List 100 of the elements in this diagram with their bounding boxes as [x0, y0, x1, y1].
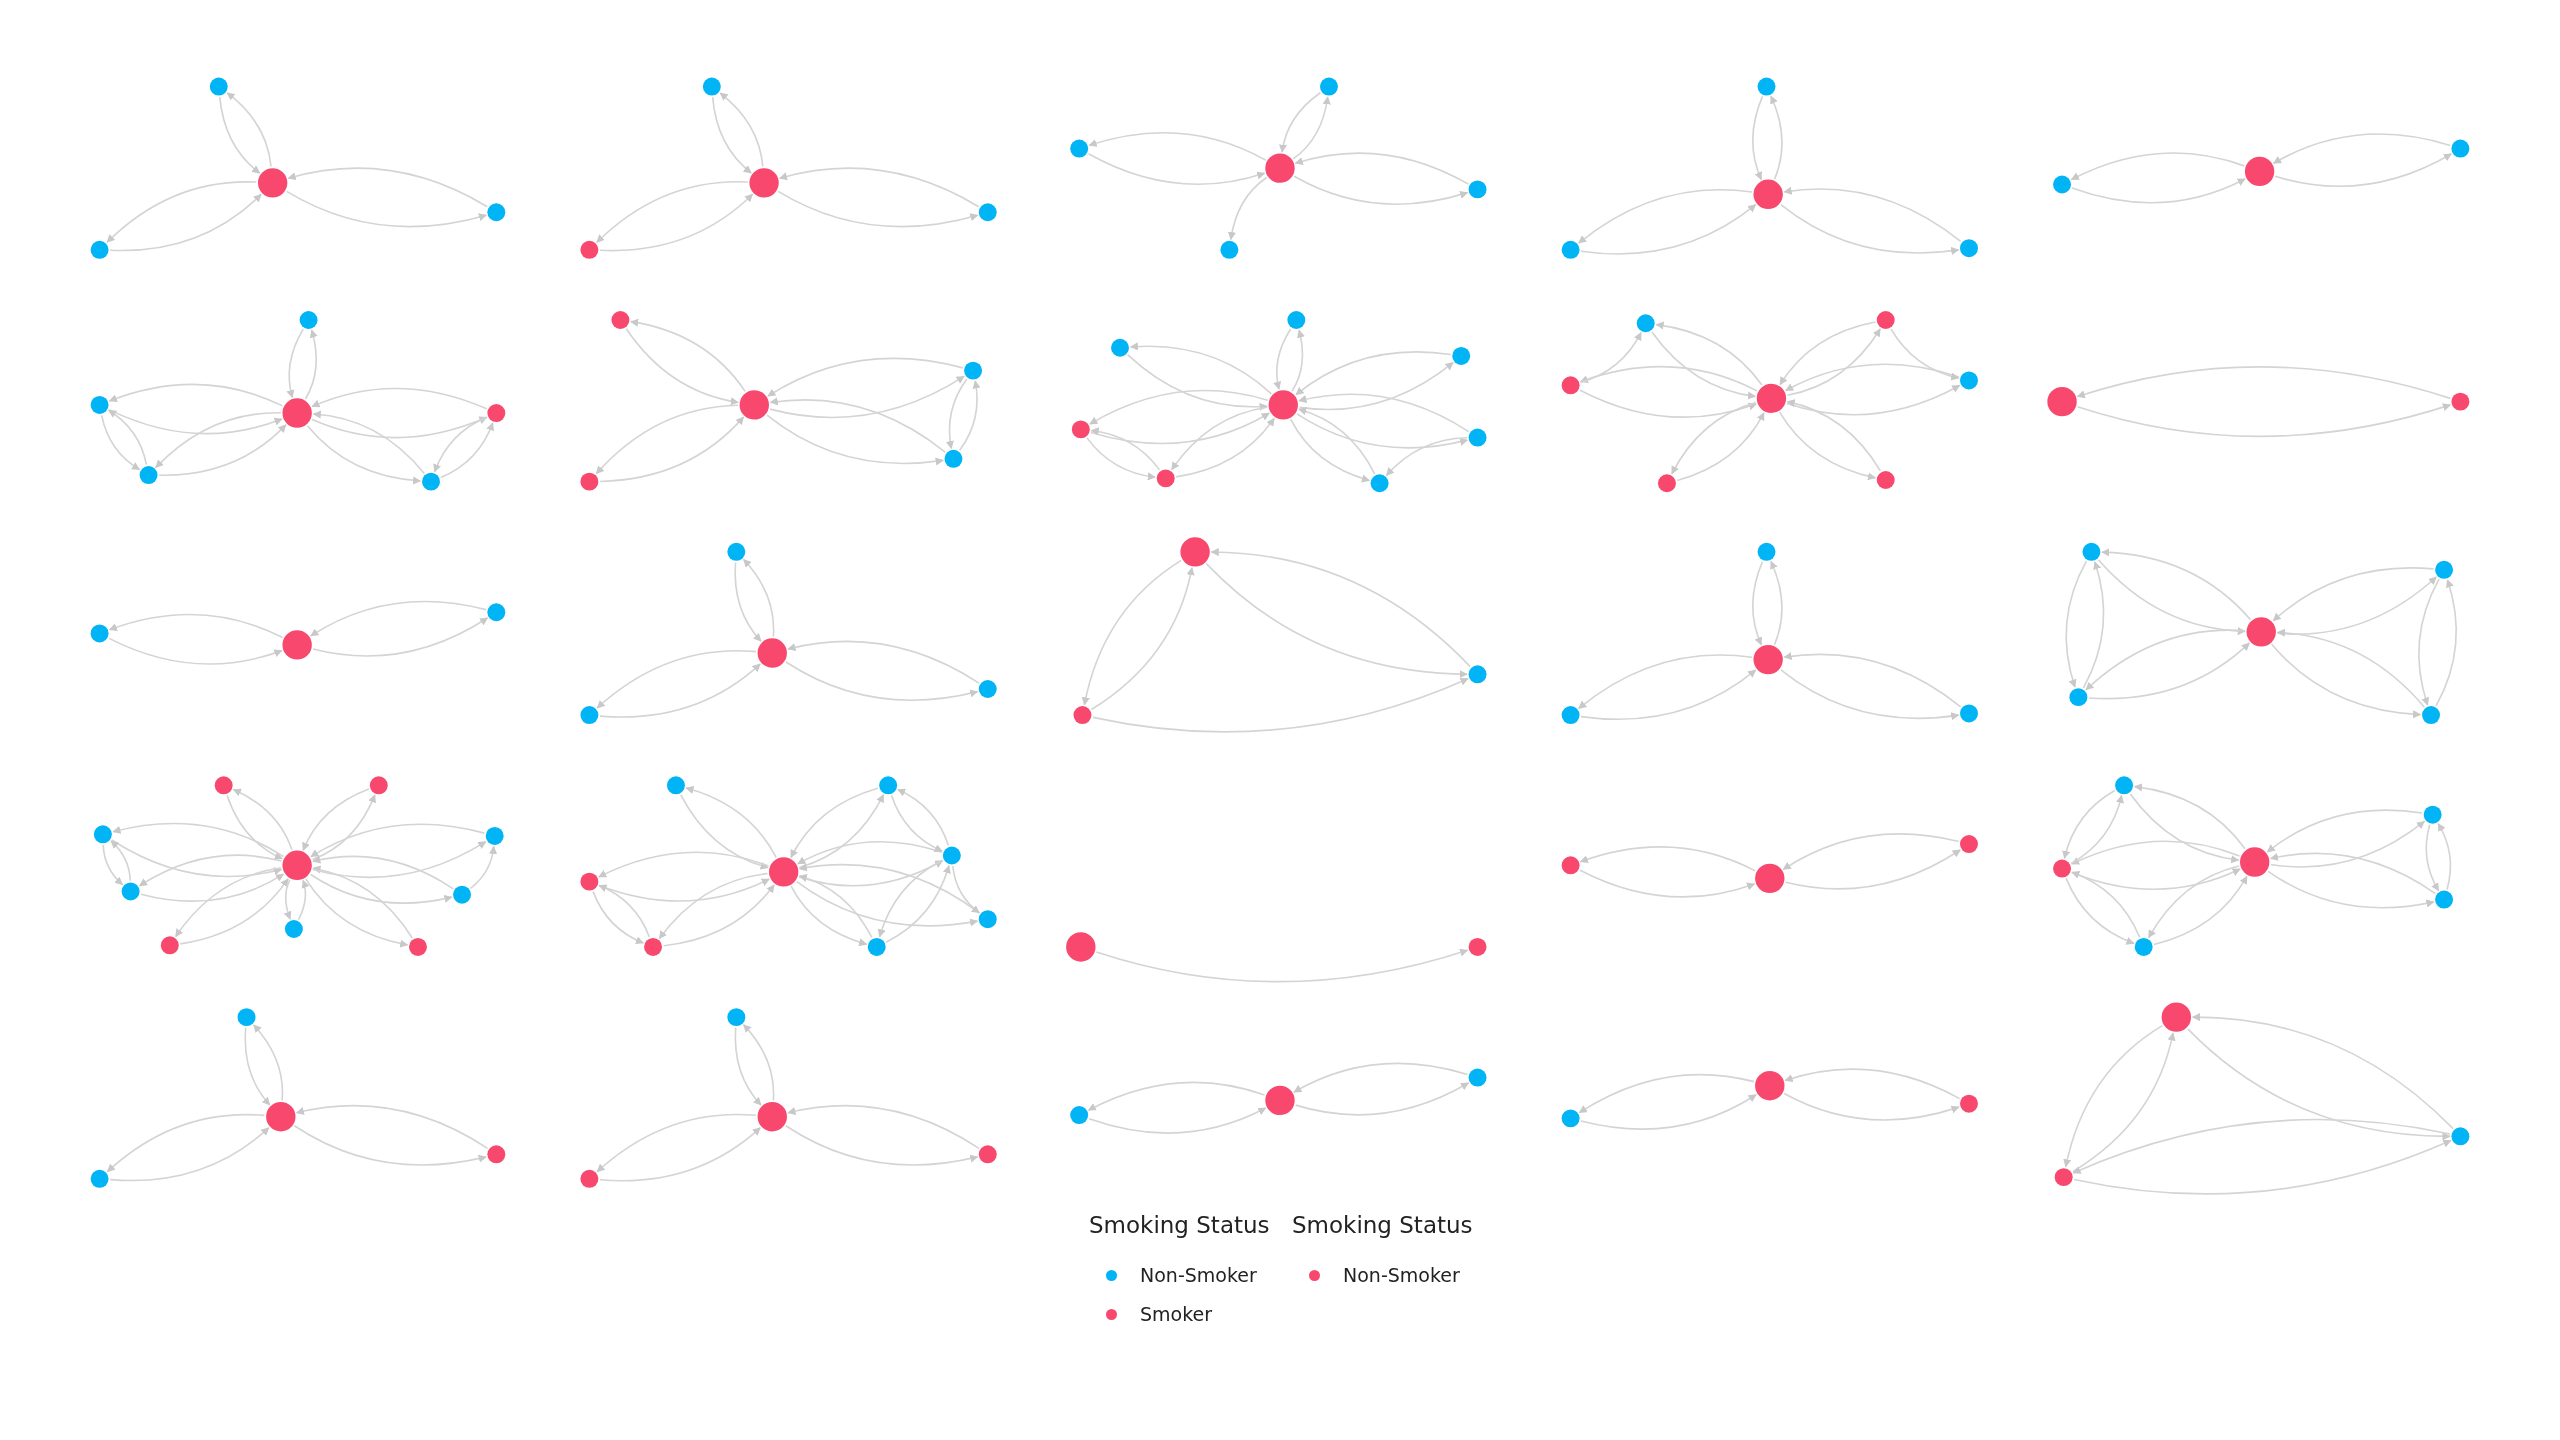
node-dot: [1876, 311, 1895, 329]
node-dot: [1561, 240, 1580, 259]
arrow: [2269, 852, 2437, 895]
arrow: [2191, 1013, 2454, 1130]
node-dot: [879, 776, 898, 795]
arrow: [1090, 412, 1271, 445]
arrow: [179, 878, 289, 945]
node-dot: [978, 1145, 997, 1164]
arrow: [2076, 403, 2452, 438]
arrow: [630, 318, 746, 393]
arrow: [108, 383, 284, 407]
arrow: [1770, 95, 1783, 181]
node-dot: [257, 168, 288, 198]
arrow: [2276, 628, 2425, 708]
arrow: [767, 357, 964, 397]
node-dot: [978, 203, 997, 222]
arrow: [306, 425, 422, 485]
arrow: [297, 879, 310, 921]
arrow: [685, 786, 777, 859]
node-dot: [644, 937, 663, 956]
node-dot: [1753, 179, 1783, 209]
arrow: [1671, 401, 1757, 475]
node-dot: [1265, 1085, 1295, 1116]
arrow: [795, 880, 979, 927]
node-dot: [266, 1102, 296, 1132]
arrow: [100, 414, 141, 471]
arrow: [2101, 548, 2252, 621]
arrow: [106, 181, 258, 244]
arrow: [286, 328, 304, 399]
arrow: [1087, 153, 1266, 185]
node-dot: [611, 311, 630, 329]
node-dot: [757, 1102, 787, 1132]
arrow: [2063, 1024, 2164, 1168]
node-dot: [1960, 1094, 1978, 1113]
node-dot: [1070, 1106, 1089, 1125]
arrow: [598, 851, 770, 878]
arrow: [1175, 417, 1275, 478]
node-dot: [93, 825, 112, 844]
arrow: [890, 794, 943, 853]
node-dot: [1468, 428, 1487, 447]
node-dot: [2423, 805, 2442, 824]
arrow: [878, 859, 944, 938]
node-dot: [1287, 311, 1306, 329]
arrow: [2153, 875, 2248, 946]
node-dot: [2054, 1168, 2073, 1187]
node-dot: [90, 395, 109, 414]
arrow: [1291, 329, 1305, 392]
arrow: [293, 1124, 487, 1166]
node-dot: [942, 846, 961, 865]
node-dot: [2435, 560, 2454, 579]
node-dot: [2053, 175, 2071, 194]
arrow: [2437, 822, 2452, 891]
arrow: [734, 1026, 762, 1106]
node-dot: [1561, 856, 1580, 875]
node-dot: [1320, 77, 1338, 96]
node-dot: [214, 776, 233, 795]
node-dot: [485, 826, 504, 845]
arrow: [595, 404, 739, 475]
node-dot: [978, 910, 997, 929]
arrow: [1577, 188, 1753, 244]
arrow: [778, 167, 980, 208]
arrow: [310, 823, 486, 858]
node-dot: [580, 472, 599, 491]
arrow: [1279, 91, 1322, 153]
arrow: [111, 839, 283, 878]
node-dot: [580, 706, 599, 725]
arrow: [1780, 203, 1960, 255]
node-dot: [1468, 1068, 1487, 1087]
node-dot: [139, 466, 158, 485]
arrow: [312, 865, 414, 939]
arrow: [109, 193, 262, 252]
arrow: [1770, 560, 1783, 646]
arrow: [662, 884, 775, 947]
node-dot: [1756, 383, 1787, 414]
arrow: [1651, 331, 1757, 400]
node-dot: [1370, 474, 1389, 493]
arrow: [312, 410, 426, 475]
arrow: [785, 1124, 979, 1166]
node-dot: [1960, 371, 1978, 390]
node-dot: [121, 882, 140, 901]
arrow: [1088, 131, 1267, 161]
node-dot: [2161, 1002, 2191, 1032]
arrow: [1082, 559, 1183, 706]
arrow: [599, 663, 761, 718]
arrow: [680, 793, 769, 870]
arrow: [287, 167, 488, 208]
arrow: [110, 840, 132, 882]
arrow: [1751, 560, 1764, 646]
arrow: [797, 841, 943, 865]
arrow: [218, 96, 261, 174]
arrow: [158, 424, 287, 477]
node-dot: [1561, 376, 1580, 395]
legend-label: Non-Smoker: [1343, 1264, 1460, 1286]
arrow: [2065, 560, 2088, 688]
node-dot: [209, 77, 228, 96]
arrow: [798, 859, 944, 887]
node-dot: [2451, 1127, 2470, 1146]
arrow: [108, 613, 284, 639]
arrow: [958, 380, 981, 452]
arrow: [1784, 849, 1961, 890]
